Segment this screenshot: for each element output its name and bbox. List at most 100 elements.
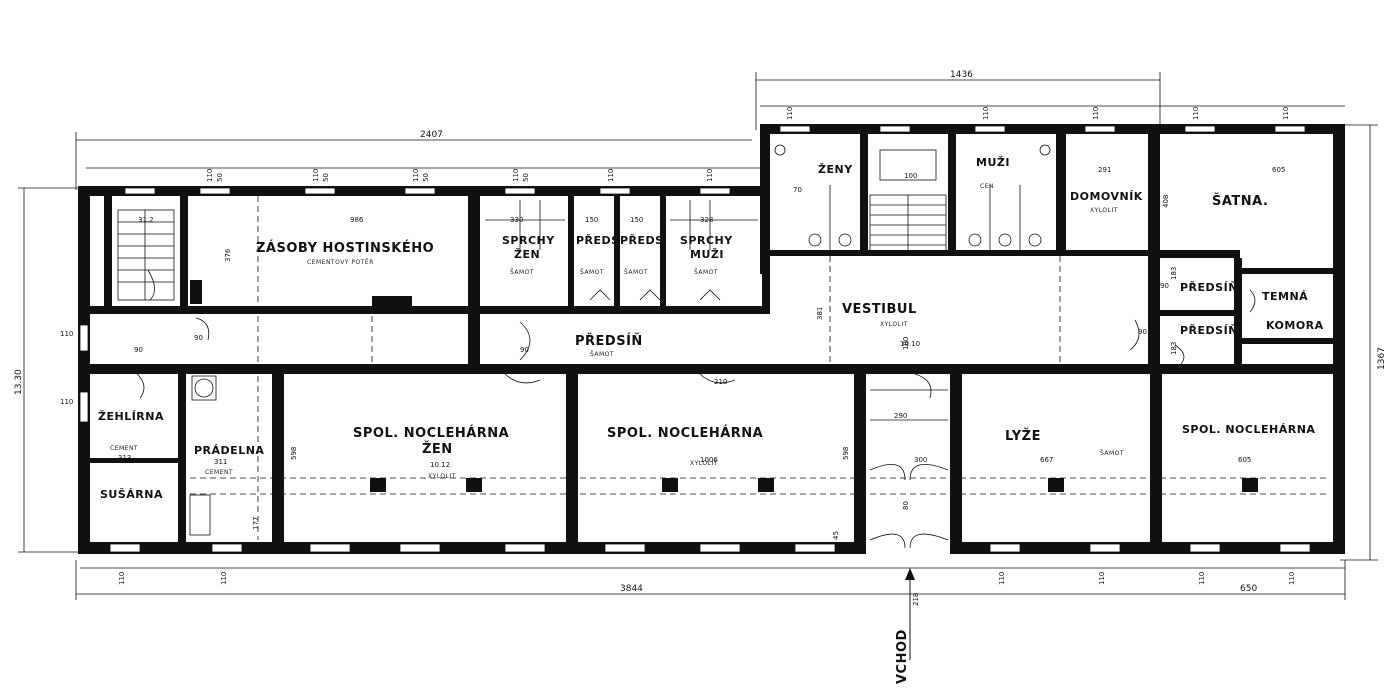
room-lyze: LYŽE xyxy=(1005,428,1041,444)
door-label-6: 210 xyxy=(714,378,727,386)
dim-entrance-bottom: 218 xyxy=(912,593,920,606)
dim-right-height: 1367 xyxy=(1377,347,1387,370)
room-sprchy-muzi-floor: ŠAMOT xyxy=(694,269,718,276)
door-label-1: 90 xyxy=(134,346,143,354)
room-preds-a-floor: ŠAMOT xyxy=(580,269,604,276)
room-lyze-floor: ŠAMOT xyxy=(1100,450,1124,457)
room-zeny: ŽENY xyxy=(818,163,853,176)
win-label-b4: 110 xyxy=(1098,572,1106,585)
entrance-opening xyxy=(866,540,950,556)
room-preds-a: PŘEDS xyxy=(576,234,620,247)
room-vestibul-floor: XYLOLIT xyxy=(880,321,908,328)
room-preds-b-floor: ŠAMOT xyxy=(624,269,648,276)
room-predsin-r2: PŘEDSÍŇ xyxy=(1180,324,1238,337)
win-label-5: 110 xyxy=(607,169,615,182)
room-muzi-floor: CEN xyxy=(980,183,994,190)
room-satna: ŠATNA. xyxy=(1212,193,1268,209)
dimension-lines xyxy=(18,72,1378,600)
win-sill-2: 50 xyxy=(322,173,330,182)
door-label-8: 80 xyxy=(902,501,910,510)
dim-room-depth-a: 598 xyxy=(290,447,298,460)
entrance-doors xyxy=(869,389,949,660)
dim-preds-b: 150 xyxy=(630,216,643,224)
dim-nocl-r: 605 xyxy=(1238,456,1251,464)
win-sill-1: 50 xyxy=(216,173,224,182)
room-domovnik-floor: XYLOLIT xyxy=(1090,207,1118,214)
win-label-8: 110 xyxy=(982,107,990,120)
win-label-10: 110 xyxy=(1192,107,1200,120)
win-label-3: 110 xyxy=(412,169,420,182)
door-label-3: 90 xyxy=(520,346,529,354)
dim-wc-70: 70 xyxy=(793,186,802,194)
door-label-2: 90 xyxy=(194,334,203,342)
room-zasoby: ZÁSOBY HOSTINSKÉHO xyxy=(256,240,434,256)
win-label-6: 110 xyxy=(706,169,714,182)
dim-zasoby-width: 986 xyxy=(350,216,364,224)
dim-vestibul-depth: 381 xyxy=(816,307,824,320)
room-tmava-1: TEMNÁ xyxy=(1262,290,1308,303)
dim-left-height: 13.30 xyxy=(14,369,24,395)
dim-entrance-width: 290 xyxy=(894,412,907,420)
staircase-right xyxy=(869,149,947,254)
entrance-label: VCHOD xyxy=(895,629,910,684)
win-label-left1: 110 xyxy=(60,398,73,406)
win-label-9: 110 xyxy=(1092,107,1100,120)
dim-susarna: 313 xyxy=(118,454,131,462)
dim-zasoby-height: 376 xyxy=(224,248,232,262)
dim-room-depth-b: 598 xyxy=(842,447,850,460)
dimension-labels: 2407 1436 3844 650 13.30 1367 986 376 33… xyxy=(14,70,1387,606)
door-label-5: 90 xyxy=(1138,328,1147,336)
dim-bottom-right-total: 650 xyxy=(1240,584,1257,594)
dim-corridor-45: 45 xyxy=(832,531,840,540)
dim-top-left-total: 2407 xyxy=(420,130,443,140)
dim-pradelna: 311 xyxy=(214,458,227,466)
room-tmava-2: KOMORA xyxy=(1266,319,1324,332)
room-zehlirna: ŽEHLÍRNA xyxy=(98,410,164,423)
win-label-7: 110 xyxy=(786,107,794,120)
room-sprchy-zen-2: ŽEN xyxy=(514,248,540,261)
dim-domovnik: 291 xyxy=(1098,166,1111,174)
staircase-left xyxy=(117,209,175,301)
room-susarna: SUŠÁRNA xyxy=(100,488,163,501)
room-pradelna-floor: CEMENT xyxy=(205,469,233,476)
room-zasoby-floor: CEMENTOVÝ POTĚR xyxy=(307,258,374,266)
room-muzi: MUŽI xyxy=(976,156,1010,169)
dim-pradelna-177: 177 xyxy=(252,517,260,530)
room-predsin: PŘEDSÍŇ xyxy=(575,333,643,349)
room-spol-nocl-zen-1: SPOL. NOCLEHÁRNA xyxy=(353,425,509,441)
dim-satna-depth: 408 xyxy=(1162,195,1170,208)
win-sill-3: 50 xyxy=(422,173,430,182)
win-label-1: 110 xyxy=(206,169,214,182)
dim-vestibul-width: 10.10 xyxy=(900,340,920,348)
win-sill-4: 50 xyxy=(522,173,530,182)
windows xyxy=(79,125,1311,553)
door-label-7: 180 xyxy=(902,337,910,350)
win-label-b5: 110 xyxy=(1198,572,1206,585)
win-label-2: 110 xyxy=(312,169,320,182)
win-label-4: 110 xyxy=(512,169,520,182)
room-spol-nocl-zen-floor: XYLOLIT xyxy=(428,473,456,480)
dim-stair: 31.2 xyxy=(138,216,154,224)
dim-preds-a: 150 xyxy=(585,216,598,224)
room-spol-nocl-r: SPOL. NOCLEHÁRNA xyxy=(1182,423,1315,436)
dim-nocl-zen: 10.12 xyxy=(430,461,450,469)
win-label-b3: 110 xyxy=(998,572,1006,585)
dim-entrance-depth: 300 xyxy=(914,456,927,464)
room-zehlirna-floor: CEMENT xyxy=(110,445,138,452)
win-label-b6: 110 xyxy=(1288,572,1296,585)
win-label-11: 110 xyxy=(1282,107,1290,120)
dim-sprchy-muzi: 328 xyxy=(700,216,713,224)
room-pradelna: PRÁDELNA xyxy=(194,444,264,457)
room-sprchy-muzi-2: MUŽI xyxy=(690,248,724,261)
dim-nocl: 1006 xyxy=(700,456,718,464)
room-predsin-floor: ŠAMOT xyxy=(590,351,614,358)
room-vestibul: VESTIBUL xyxy=(842,302,917,317)
door-swings xyxy=(134,269,1256,399)
room-sprchy-zen-1: SPRCHY xyxy=(502,234,555,247)
shower-partitions xyxy=(485,200,758,250)
dim-wc-183-a: 183 xyxy=(1170,267,1178,280)
room-spol-nocl-zen-2: ŽEN xyxy=(422,441,453,457)
dim-sprchy-zen: 330 xyxy=(510,216,523,224)
win-label-b2: 110 xyxy=(220,572,228,585)
